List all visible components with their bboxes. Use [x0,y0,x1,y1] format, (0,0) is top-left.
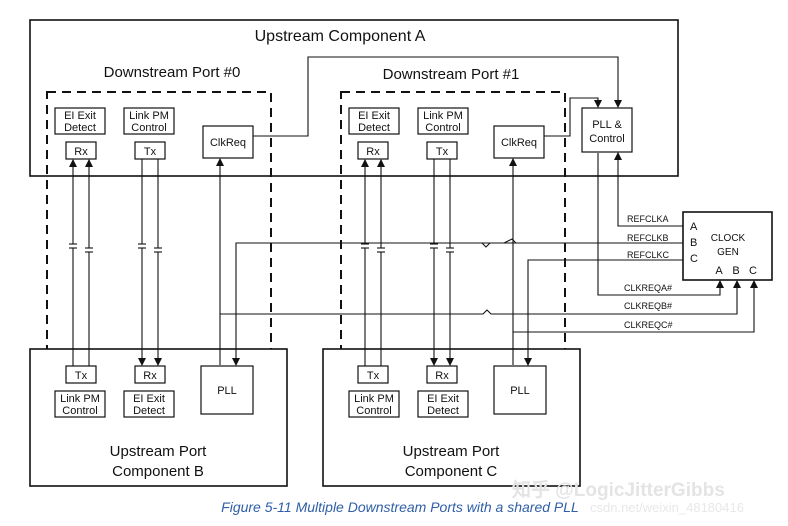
dp1-link-pm-control-block [417,107,469,135]
downstream-port-1-title: Downstream Port #1 [383,66,520,83]
dp1-tx-label: Tx [436,146,449,158]
c-tx-block [357,365,389,384]
dp1-tx-block [426,141,458,160]
dp1-ei-exit-label: EI Exit [358,110,390,122]
c-pll-label: PLL [510,385,530,397]
b-rx-label: Rx [143,370,157,382]
dp0-rx-label: Rx [74,146,88,158]
c-pll-block [493,365,547,415]
b-tx-label: Tx [75,370,88,382]
dp1-rx-label: Rx [366,146,380,158]
component-b-title-1: Upstream Port [110,443,208,460]
watermark-main: 知乎 @LogicJitterGibbs [512,478,725,501]
clock-gen-pin-c-left: C [690,253,698,265]
b-detect-label: Detect [133,405,165,417]
dp0-control-label: Control [131,122,166,134]
dp1-clkreq-label: ClkReq [501,137,537,149]
dp1-clkreq-block [493,125,545,159]
clkreqc-label: CLKREQC# [624,320,673,330]
dp1-link-pm-label: Link PM [423,110,463,122]
b-ei-exit-detect-block [123,390,175,418]
dp1-link-wires [361,159,454,366]
dp0-link-pm-control-block [123,107,175,135]
dp0-clkreq-block [202,125,254,159]
clock-wiring [216,56,758,366]
c-tx-label: Tx [367,370,380,382]
dp1-rx-block [357,141,389,160]
refclkb-label: REFCLKB [627,233,669,243]
b-rx-block [134,365,166,384]
clkreqb-label: CLKREQB# [624,301,672,311]
b-tx-block [65,365,97,384]
clock-gen-pin-a-left: A [690,221,698,233]
component-c-title-2: Component C [405,463,498,480]
clock-gen-title-1: CLOCK [711,233,746,244]
clock-gen-pin-a-bottom: A [715,265,723,277]
clock-gen-pin-b-left: B [690,237,697,249]
dp1-control-label: Control [425,122,460,134]
dp0-ei-exit-detect-block [54,107,106,135]
dp0-link-pm-label: Link PM [129,110,169,122]
c-link-pm-control-block [348,390,400,418]
c-ei-exit-label: EI Exit [427,393,459,405]
refclkc-label: REFCLKC [627,250,670,260]
watermark-sub: csdn.net/weixin_48180416 [590,500,744,515]
pll-control-block [581,107,633,153]
b-link-pm-control-block [54,390,106,418]
clock-gen-pin-c-bottom: C [749,265,757,277]
pll-control-label-1: PLL & [592,119,622,131]
clock-gen-pin-b-bottom: B [732,265,739,277]
dp0-tx-block [134,141,166,160]
b-control-label: Control [62,405,97,417]
c-detect-label: Detect [427,405,459,417]
dp0-detect-label: Detect [64,122,96,134]
clock-gen-title-2: GEN [717,247,739,258]
refclka-label: REFCLKA [627,214,669,224]
clock-gen-box [682,211,773,281]
c-rx-block [426,365,458,384]
downstream-port-0-title: Downstream Port #0 [104,64,241,81]
dp0-tx-label: Tx [144,146,157,158]
dp0-ei-exit-label: EI Exit [64,110,96,122]
b-link-pm-label: Link PM [60,393,100,405]
c-ei-exit-detect-block [417,390,469,418]
b-pll-label: PLL [217,385,237,397]
c-control-label: Control [356,405,391,417]
dp1-detect-label: Detect [358,122,390,134]
pll-control-label-2: Control [589,133,624,145]
c-rx-label: Rx [435,370,449,382]
dp0-clkreq-label: ClkReq [210,137,246,149]
dp1-ei-exit-detect-block [348,107,400,135]
b-ei-exit-label: EI Exit [133,393,165,405]
figure-caption: Figure 5-11 Multiple Downstream Ports wi… [221,499,579,515]
clkreqa-label: CLKREQA# [624,283,672,293]
dp0-rx-block [65,141,97,160]
dp0-link-wires [69,159,162,366]
component-c-title-1: Upstream Port [403,443,501,460]
upstream-component-a-title: Upstream Component A [255,28,426,45]
c-link-pm-label: Link PM [354,393,394,405]
b-pll-block [200,365,254,415]
component-b-title-2: Component B [112,463,204,480]
